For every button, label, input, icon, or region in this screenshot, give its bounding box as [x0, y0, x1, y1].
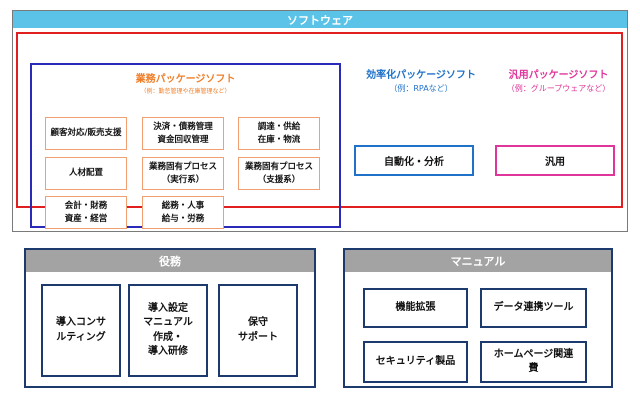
business-item-customer-sales: 顧客対応/販売支援 [45, 117, 127, 150]
manual-item-data-link-tool: データ連携ツール [480, 288, 587, 328]
manual-header: マニュアル [345, 250, 611, 272]
automation-analysis-box: 自動化・分析 [354, 145, 474, 176]
business-package-group: 業務パッケージソフト （例：勤怠管理や在庫管理など） 顧客対応/販売支援 決済・… [30, 63, 341, 229]
efficiency-package-subtitle: （例：RPAなど） [389, 84, 453, 93]
business-package-title: 業務パッケージソフト [135, 74, 236, 85]
business-item-staffing: 人材配置 [45, 157, 127, 190]
manual-panel: マニュアル 機能拡張 データ連携ツール セキュリティ製品 ホームページ関連 費 [343, 248, 613, 388]
manual-item-website: ホームページ関連 費 [480, 341, 587, 383]
software-panel: ソフトウェア 業務パッケージソフト （例：勤怠管理や在庫管理など） 顧客対応/販… [12, 10, 628, 232]
business-item-accounting: 会計・財務 資産・経営 [45, 196, 127, 229]
efficiency-package-title: 効率化パッケージソフト [366, 70, 476, 81]
service-item-consulting: 導入コンサ ルティング [41, 284, 121, 377]
service-header: 役務 [26, 250, 314, 272]
software-header: ソフトウェア [13, 11, 627, 28]
business-item-process-execution: 業務固有プロセス （実行系） [142, 157, 224, 190]
software-frame: 業務パッケージソフト （例：勤怠管理や在庫管理など） 顧客対応/販売支援 決済・… [16, 32, 623, 229]
manual-item-extension: 機能拡張 [363, 288, 468, 328]
general-package-subtitle: （例：グループウェアなど） [506, 84, 611, 93]
service-item-setup-training: 導入設定 マニュアル 作成・ 導入研修 [128, 284, 208, 377]
business-item-settlement: 決済・債務管理 資金回収管理 [142, 117, 224, 150]
general-package-title: 汎用パッケージソフト [508, 70, 609, 81]
service-panel: 役務 導入コンサ ルティング 導入設定 マニュアル 作成・ 導入研修 保守 サポ… [24, 248, 316, 388]
service-item-maintenance: 保守 サポート [218, 284, 298, 377]
business-item-procurement: 調達・供給 在庫・物流 [238, 117, 320, 150]
business-package-subtitle: （例：勤怠管理や在庫管理など） [140, 88, 231, 95]
business-item-process-support: 業務固有プロセス （支援系） [238, 157, 320, 190]
business-item-general-affairs: 総務・人事 給与・労務 [142, 196, 224, 229]
general-purpose-box: 汎用 [495, 145, 615, 176]
manual-item-security: セキュリティ製品 [363, 341, 468, 383]
